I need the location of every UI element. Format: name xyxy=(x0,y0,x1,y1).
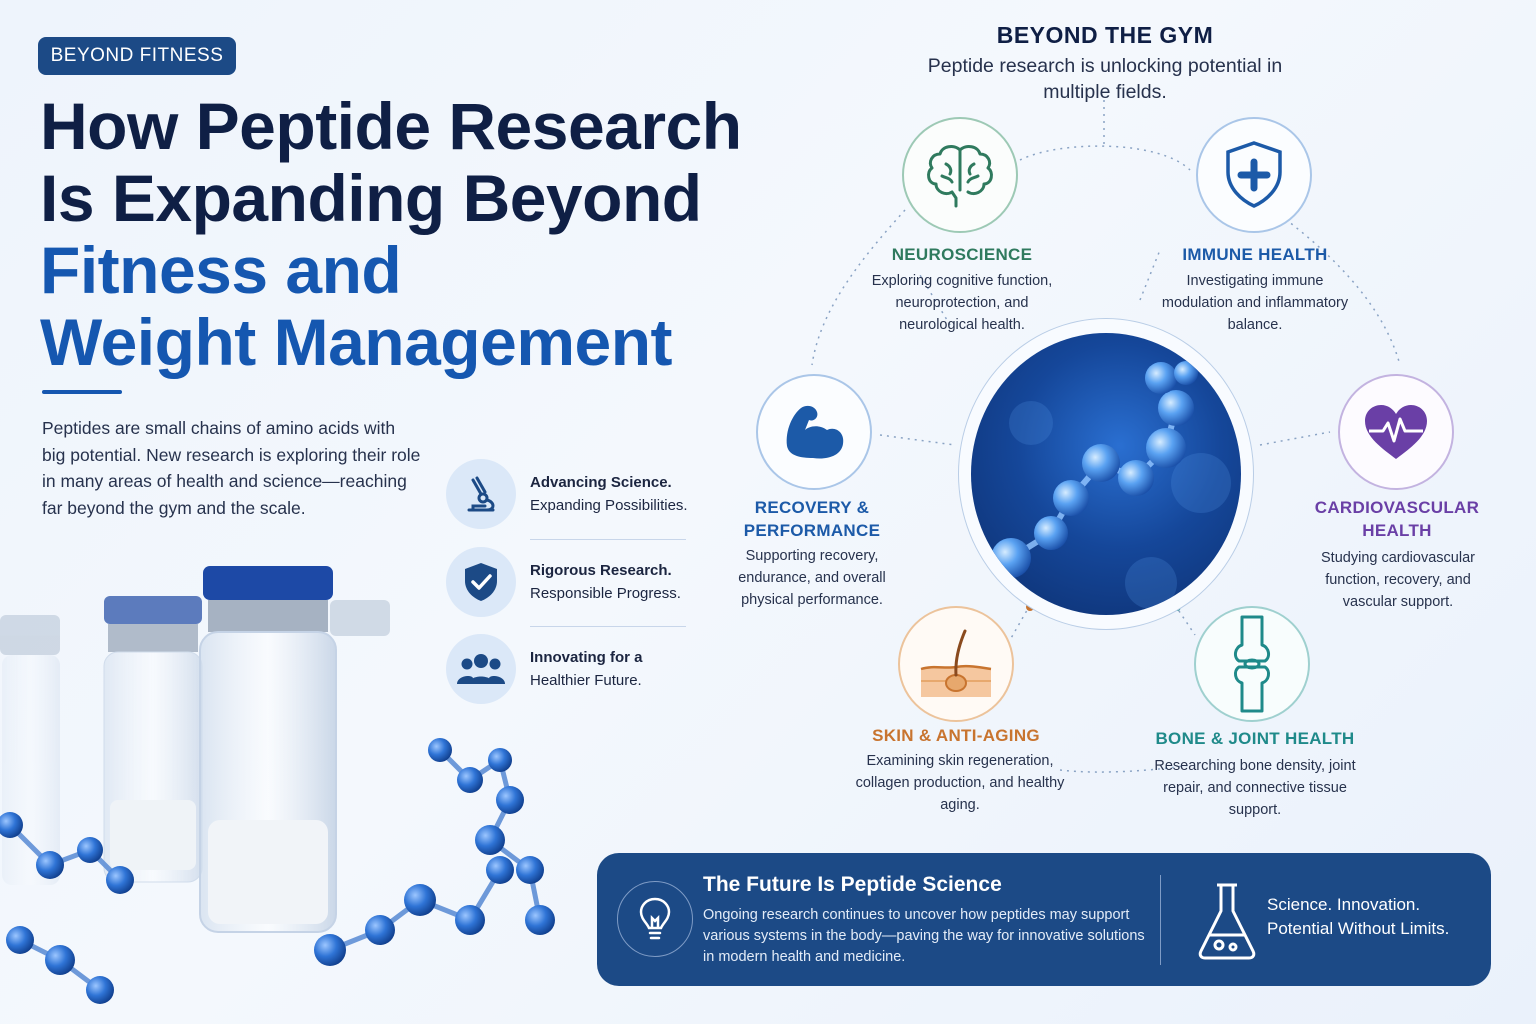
category-cardiovascular xyxy=(1338,374,1454,490)
category-title-neuroscience: NEUROSCIENCE xyxy=(891,245,1033,264)
category-neuroscience xyxy=(902,117,1018,233)
category-skin xyxy=(898,606,1014,722)
title-line-3: Fitness and xyxy=(40,233,402,307)
category-desc-recovery: Supporting recovery, endurance, and over… xyxy=(738,548,886,608)
category-recovery xyxy=(756,374,872,490)
shield-plus-icon xyxy=(1196,117,1312,233)
tagline-line-1: Science. Innovation. xyxy=(1267,895,1421,914)
feature-title: Advancing Science. xyxy=(530,474,672,491)
feature-innovating: Innovating for a Healthier Future. xyxy=(446,633,696,705)
flexed-arm-icon xyxy=(756,374,872,490)
footer-tagline: Science. Innovation. Potential Without L… xyxy=(1267,893,1449,941)
feature-title: Innovating for a xyxy=(530,649,643,666)
category-title-cardiovascular: CARDIOVASCULAR HEALTH xyxy=(1314,498,1480,540)
category-desc-skin: Examining skin regeneration, collagen pr… xyxy=(855,753,1065,813)
category-title-skin: SKIN & ANTI-AGING xyxy=(872,726,1040,745)
people-icon xyxy=(446,634,516,704)
tagline-line-2: Potential Without Limits. xyxy=(1267,919,1450,938)
intro-paragraph: Peptides are small chains of amino acids… xyxy=(42,418,421,518)
brain-icon xyxy=(902,117,1018,233)
knee-joint-icon xyxy=(1194,606,1310,722)
divider xyxy=(530,539,686,540)
category-desc-neuroscience: Exploring cognitive function, neuroprote… xyxy=(871,273,1053,333)
footer-title: The Future Is Peptide Science xyxy=(703,873,1002,896)
vials-illustration xyxy=(0,566,555,1004)
feature-title: Rigorous Research. xyxy=(530,562,672,579)
feature-rigorous-research: Rigorous Research. Responsible Progress. xyxy=(446,546,696,618)
section-subtitle: Peptide research is unlocking potential … xyxy=(927,55,1283,103)
category-desc-immune-health: Investigating immune modulation and infl… xyxy=(1161,273,1349,333)
section-title: BEYOND THE GYM xyxy=(996,22,1214,48)
category-title-recovery: RECOVERY & PERFORMANCE xyxy=(743,498,881,540)
title-underline xyxy=(42,390,122,394)
page-title: How Peptide Research Is Expanding Beyond… xyxy=(40,90,760,378)
heart-pulse-icon xyxy=(1338,374,1454,490)
peptide-molecule-image xyxy=(971,333,1241,615)
title-line-2: Is Expanding Beyond xyxy=(40,161,702,235)
category-title-immune-health: IMMUNE HEALTH xyxy=(1182,245,1328,264)
lightbulb-icon xyxy=(617,881,693,957)
footer-text: Ongoing research continues to uncover ho… xyxy=(703,907,1145,965)
feature-text: Expanding Possibilities. xyxy=(530,497,688,514)
category-title-bone-joint: BONE & JOINT HEALTH xyxy=(1155,729,1355,748)
title-line-1: How Peptide Research xyxy=(40,89,742,163)
microscope-icon xyxy=(446,459,516,529)
category-immune-health xyxy=(1196,117,1312,233)
feature-text: Healthier Future. xyxy=(530,672,642,689)
footer-divider xyxy=(1160,875,1161,965)
divider xyxy=(530,626,686,627)
feature-text: Responsible Progress. xyxy=(530,585,681,602)
shield-check-icon xyxy=(446,547,516,617)
category-desc-bone-joint: Researching bone density, joint repair, … xyxy=(1154,758,1356,818)
section-badge: BEYOND FITNESS xyxy=(38,37,236,75)
category-desc-cardiovascular: Studying cardiovascular function, recove… xyxy=(1321,550,1475,610)
feature-advancing-science: Advancing Science. Expanding Possibilitie… xyxy=(446,458,696,530)
central-peptide-image xyxy=(958,318,1254,630)
category-bone-joint xyxy=(1194,606,1310,722)
title-line-4: Weight Management xyxy=(40,305,673,379)
flask-icon xyxy=(1198,883,1256,960)
skin-layer-icon xyxy=(898,606,1014,722)
footer-banner: The Future Is Peptide Science Ongoing re… xyxy=(597,853,1491,986)
